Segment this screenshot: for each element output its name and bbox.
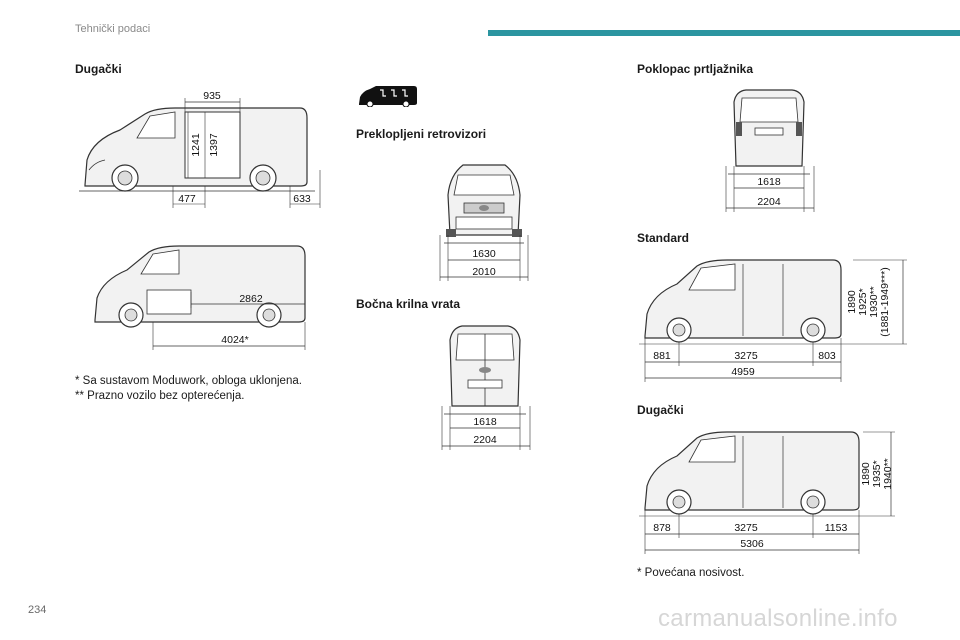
dim-2862: 2862 (239, 293, 263, 305)
dim-1397: 1397 (208, 133, 220, 157)
van-side-long-diagram: 1890 1935* 1940** 878 3275 1153 5306 (639, 431, 895, 554)
dim-1890-std: 1890 (846, 290, 858, 314)
dim-1940-long: 1940** (882, 458, 894, 490)
dim-1925-std: 1925* (857, 288, 869, 315)
dim-878: 878 (653, 522, 671, 534)
right-heading-standard: Standard (637, 231, 690, 245)
dim-5306: 5306 (740, 538, 764, 550)
dim-4959: 4959 (731, 366, 755, 378)
left-footnote-2: ** Prazno vozilo bez opterećenja. (75, 390, 245, 402)
van-front-diagram: 1630 2010 (439, 164, 529, 281)
van-rear-side-doors-diagram: 1618 2204 (441, 325, 531, 450)
left-heading: Dugački (75, 62, 122, 76)
dim-3275-std: 3275 (734, 350, 758, 362)
dim-2204-tailgate: 2204 (757, 196, 781, 208)
dim-2010: 2010 (472, 266, 496, 278)
header-section-title: Tehnički podaci (75, 23, 151, 35)
dim-2204-side: 2204 (473, 434, 497, 446)
dim-935: 935 (203, 90, 221, 102)
van-seats-icon (359, 86, 417, 107)
middle-heading-mirrors: Preklopljeni retrovizori (356, 127, 487, 141)
dim-803: 803 (818, 350, 836, 362)
dim-1153: 1153 (825, 522, 848, 534)
dim-1890-long: 1890 (860, 462, 872, 486)
watermark: carmanualsonline.info (658, 605, 898, 632)
dim-477: 477 (178, 193, 196, 205)
dim-1935-long: 1935* (871, 460, 883, 487)
dim-1630: 1630 (472, 248, 496, 260)
van-rear-tailgate-diagram: 1618 2204 (725, 89, 815, 212)
left-footnote-1: * Sa sustavom Moduwork, obloga uklonjena… (75, 375, 302, 387)
van-side-long-cargo-diagram: 2862 4024* (94, 245, 306, 350)
van-side-standard-diagram: 1890 1925* 1930** (1881-1949***) 881 327… (639, 259, 907, 382)
dim-633: 633 (293, 193, 311, 205)
dim-1930-std: 1930** (868, 286, 880, 318)
right-heading-long: Dugački (637, 403, 684, 417)
dim-1241: 1241 (190, 133, 202, 157)
dim-1881-1949-std: (1881-1949***) (879, 267, 891, 336)
page-number: 234 (28, 604, 47, 616)
dim-1618-tailgate: 1618 (757, 176, 781, 188)
dim-3275-long: 3275 (734, 522, 758, 534)
right-footnote: * Povećana nosivost. (637, 567, 745, 579)
dim-4024: 4024* (221, 334, 248, 346)
header-accent-bar (488, 30, 960, 36)
dim-881: 881 (653, 350, 671, 362)
dim-1618-side: 1618 (473, 416, 497, 428)
right-heading-tailgate: Poklopac prtljažnika (637, 62, 754, 76)
middle-heading-side-doors: Bočna krilna vrata (356, 297, 461, 311)
van-side-long-open-diagram: 935 1241 1397 477 633 (79, 90, 321, 208)
